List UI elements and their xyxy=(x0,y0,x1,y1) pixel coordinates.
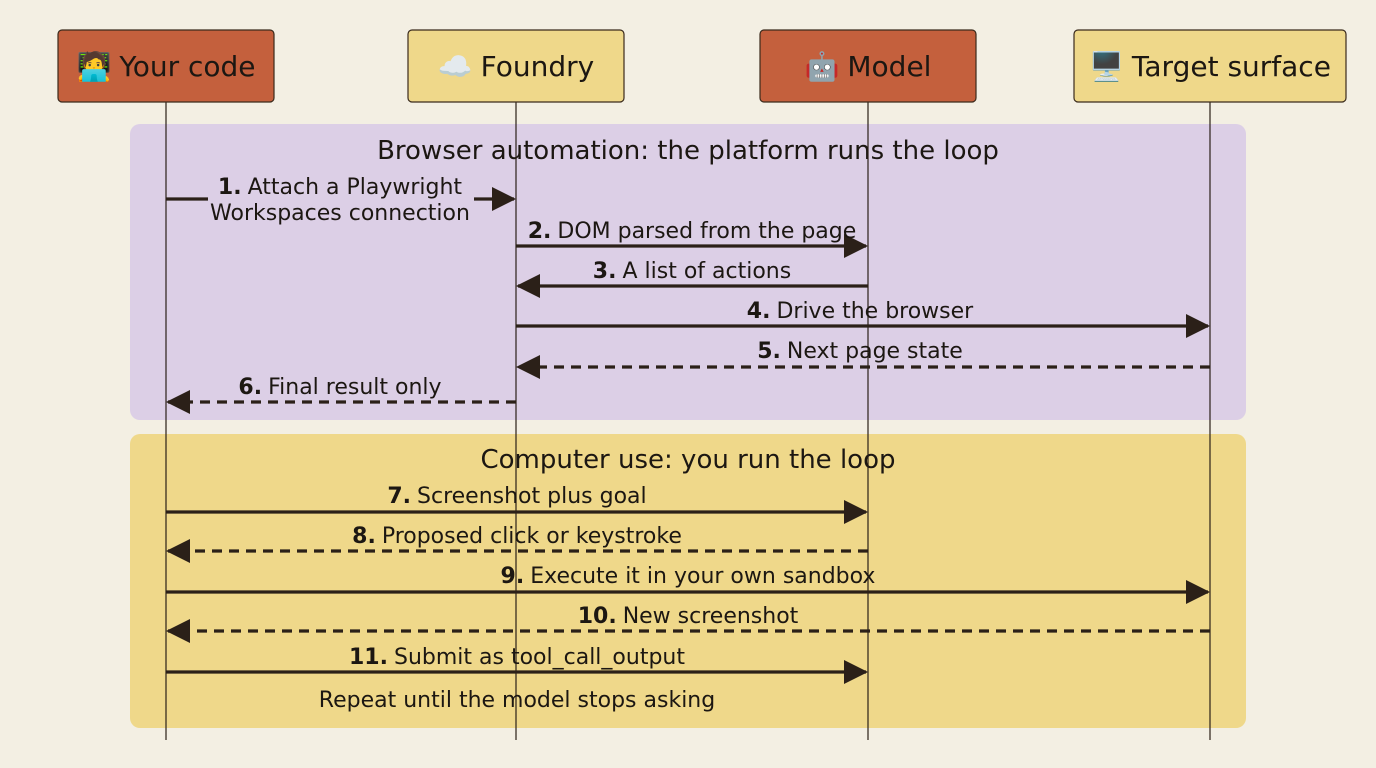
participant-name: Model xyxy=(847,50,931,83)
message-label: 1.Attach a Playwright xyxy=(218,175,463,200)
message-text: Execute it in your own sandbox xyxy=(530,564,875,589)
participant-label: 🤖Model xyxy=(805,50,932,83)
message-label: 6.Final result only xyxy=(238,375,441,400)
message-text: Next page state xyxy=(787,339,963,364)
message-number: 1. xyxy=(218,175,242,200)
message-label: 10.New screenshot xyxy=(578,604,799,629)
message-number: 4. xyxy=(747,299,771,324)
message-5: 5.Next page state xyxy=(516,339,1210,379)
message-label: 9.Execute it in your own sandbox xyxy=(501,564,876,589)
message-3: 3.A list of actions xyxy=(516,259,868,298)
message-2: 2.DOM parsed from the page xyxy=(516,219,868,258)
group-frame-1: Browser automation: the platform runs th… xyxy=(130,124,1246,420)
message-number: 8. xyxy=(352,524,376,549)
message-label: 7.Screenshot plus goal xyxy=(387,484,646,509)
message-7: 7.Screenshot plus goal xyxy=(166,484,868,524)
group-title: Browser automation: the platform runs th… xyxy=(377,136,999,166)
message-10: 10.New screenshot xyxy=(166,604,1210,643)
robot-icon: 🤖 xyxy=(805,50,840,83)
message-8: 8.Proposed click or keystroke xyxy=(166,524,868,563)
message-number: 9. xyxy=(501,564,525,589)
message-text: Final result only xyxy=(268,375,441,400)
group-background xyxy=(130,124,1246,420)
group-background xyxy=(130,434,1246,728)
participant-box xyxy=(407,29,625,103)
message-number: 5. xyxy=(757,339,781,364)
participant-box xyxy=(759,29,977,103)
participant-name: Foundry xyxy=(481,50,595,83)
cloud-icon: ☁️ xyxy=(438,50,473,83)
message-number: 10. xyxy=(578,604,617,629)
person-at-laptop-icon: 🧑‍💻 xyxy=(76,49,111,83)
message-number: 7. xyxy=(387,484,411,509)
message-4: 4.Drive the browser xyxy=(516,299,1210,338)
participant-name: Target surface xyxy=(1131,50,1331,83)
message-text: Screenshot plus goal xyxy=(417,484,647,509)
message-number: 3. xyxy=(593,259,617,284)
participant-box xyxy=(1073,29,1347,103)
participant-your-code: 🧑‍💻Your code xyxy=(57,29,275,103)
message-number: 6. xyxy=(238,375,262,400)
participant-foundry: ☁️Foundry xyxy=(407,29,625,103)
message-text: Proposed click or keystroke xyxy=(382,524,682,549)
message-label: Workspaces connection xyxy=(210,201,470,226)
message-label: 11.Submit as tool_call_output xyxy=(349,645,685,670)
participant-name: Your code xyxy=(118,50,255,83)
message-label: 2.DOM parsed from the page xyxy=(528,219,857,244)
participant-target-surface: 🖥️Target surface xyxy=(1073,29,1347,103)
message-text: New screenshot xyxy=(623,604,799,629)
message-11: 11.Submit as tool_call_output xyxy=(166,645,868,684)
participant-label: ☁️Foundry xyxy=(438,50,594,83)
message-9: 9.Execute it in your own sandbox xyxy=(166,564,1210,604)
participant-box xyxy=(57,29,275,103)
participant-label: 🖥️Target surface xyxy=(1089,50,1331,83)
message-label: 4.Drive the browser xyxy=(747,299,974,324)
message-text: Submit as tool_call_output xyxy=(394,645,685,670)
participant-label: 🧑‍💻Your code xyxy=(76,49,255,83)
message-6: 6.Final result only xyxy=(166,375,516,414)
participant-model: 🤖Model xyxy=(759,29,977,103)
message-label: 8.Proposed click or keystroke xyxy=(352,524,682,549)
message-text: Drive the browser xyxy=(776,299,974,324)
message-text: DOM parsed from the page xyxy=(557,219,856,244)
message-text: Attach a Playwright xyxy=(248,175,463,200)
desktop-computer-icon: 🖥️ xyxy=(1089,50,1124,83)
message-label: 5.Next page state xyxy=(757,339,963,364)
message-number: 11. xyxy=(349,645,388,670)
loop-note: Repeat until the model stops asking xyxy=(319,688,715,713)
message-number: 2. xyxy=(528,219,552,244)
group-title: Computer use: you run the loop xyxy=(481,445,896,475)
message-text: A list of actions xyxy=(622,259,791,284)
group-frame-2: Computer use: you run the loop xyxy=(130,434,1246,728)
message-label: 3.A list of actions xyxy=(593,259,791,284)
